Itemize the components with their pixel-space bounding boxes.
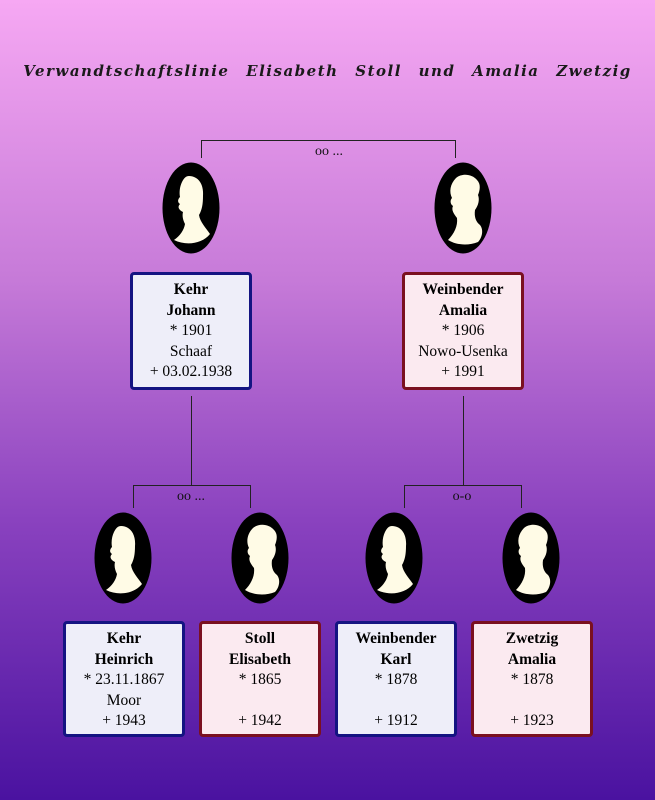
person-box-kehr-heinrich[interactable]: Kehr Heinrich * 23.11.1867 Moor + 1943 <box>63 621 185 737</box>
person-birth: * 1865 <box>238 671 282 688</box>
person-given-name: Johann <box>166 301 216 319</box>
person-death: + 03.02.1938 <box>149 363 233 380</box>
female-silhouette-icon <box>434 162 492 254</box>
person-death: + 1923 <box>510 712 554 729</box>
male-silhouette-icon <box>94 512 152 604</box>
person-place <box>338 691 454 712</box>
left-marriage-label: oo ... <box>177 489 205 504</box>
person-place: Moor <box>106 691 142 709</box>
person-box-kehr-johann[interactable]: Kehr Johann * 1901 Schaaf + 03.02.1938 <box>130 272 252 390</box>
person-surname: Stoll <box>244 630 276 647</box>
right-marriage-line <box>404 485 522 508</box>
female-silhouette-icon <box>231 512 289 604</box>
person-box-weinbender-amalia[interactable]: Weinbender Amalia * 1906 Nowo-Usenka + 1… <box>402 272 524 390</box>
person-death: + 1943 <box>102 712 146 729</box>
right-marriage-label: o-o <box>452 489 472 504</box>
person-surname: Zwetzig <box>505 630 559 647</box>
person-place: Nowo-Usenka <box>418 342 508 360</box>
person-given-name: Karl <box>380 650 412 668</box>
person-surname: Kehr <box>173 281 209 298</box>
male-silhouette-icon <box>162 162 220 254</box>
person-place <box>474 691 590 712</box>
person-given-name: Elisabeth <box>228 650 291 668</box>
page-title: Verwandtschaftslinie Elisabeth Stoll und… <box>23 62 632 80</box>
person-place: Schaaf <box>169 342 213 360</box>
person-death: + 1942 <box>238 712 282 729</box>
person-birth: * 1878 <box>374 671 418 688</box>
person-birth: * 1906 <box>441 322 485 339</box>
left-marriage-line <box>133 485 251 508</box>
person-birth: * 1878 <box>510 671 554 688</box>
person-given-name: Amalia <box>438 301 488 319</box>
person-place <box>202 691 318 712</box>
person-surname: Weinbender <box>355 630 437 647</box>
person-surname: Weinbender <box>422 281 504 298</box>
female-silhouette-icon <box>502 512 560 604</box>
person-surname: Kehr <box>106 630 142 647</box>
person-death: + 1991 <box>441 363 485 380</box>
person-birth: * 23.11.1867 <box>83 671 165 688</box>
person-box-stoll-elisabeth[interactable]: Stoll Elisabeth * 1865 + 1942 <box>199 621 321 737</box>
top-marriage-line <box>201 140 456 158</box>
person-given-name: Heinrich <box>94 650 154 668</box>
person-death: + 1912 <box>374 712 418 729</box>
person-given-name: Amalia <box>507 650 557 668</box>
top-marriage-label: oo ... <box>315 144 343 159</box>
male-silhouette-icon <box>365 512 423 604</box>
person-birth: * 1901 <box>169 322 213 339</box>
person-box-weinbender-karl[interactable]: Weinbender Karl * 1878 + 1912 <box>335 621 457 737</box>
person-box-zwetzig-amalia[interactable]: Zwetzig Amalia * 1878 + 1923 <box>471 621 593 737</box>
